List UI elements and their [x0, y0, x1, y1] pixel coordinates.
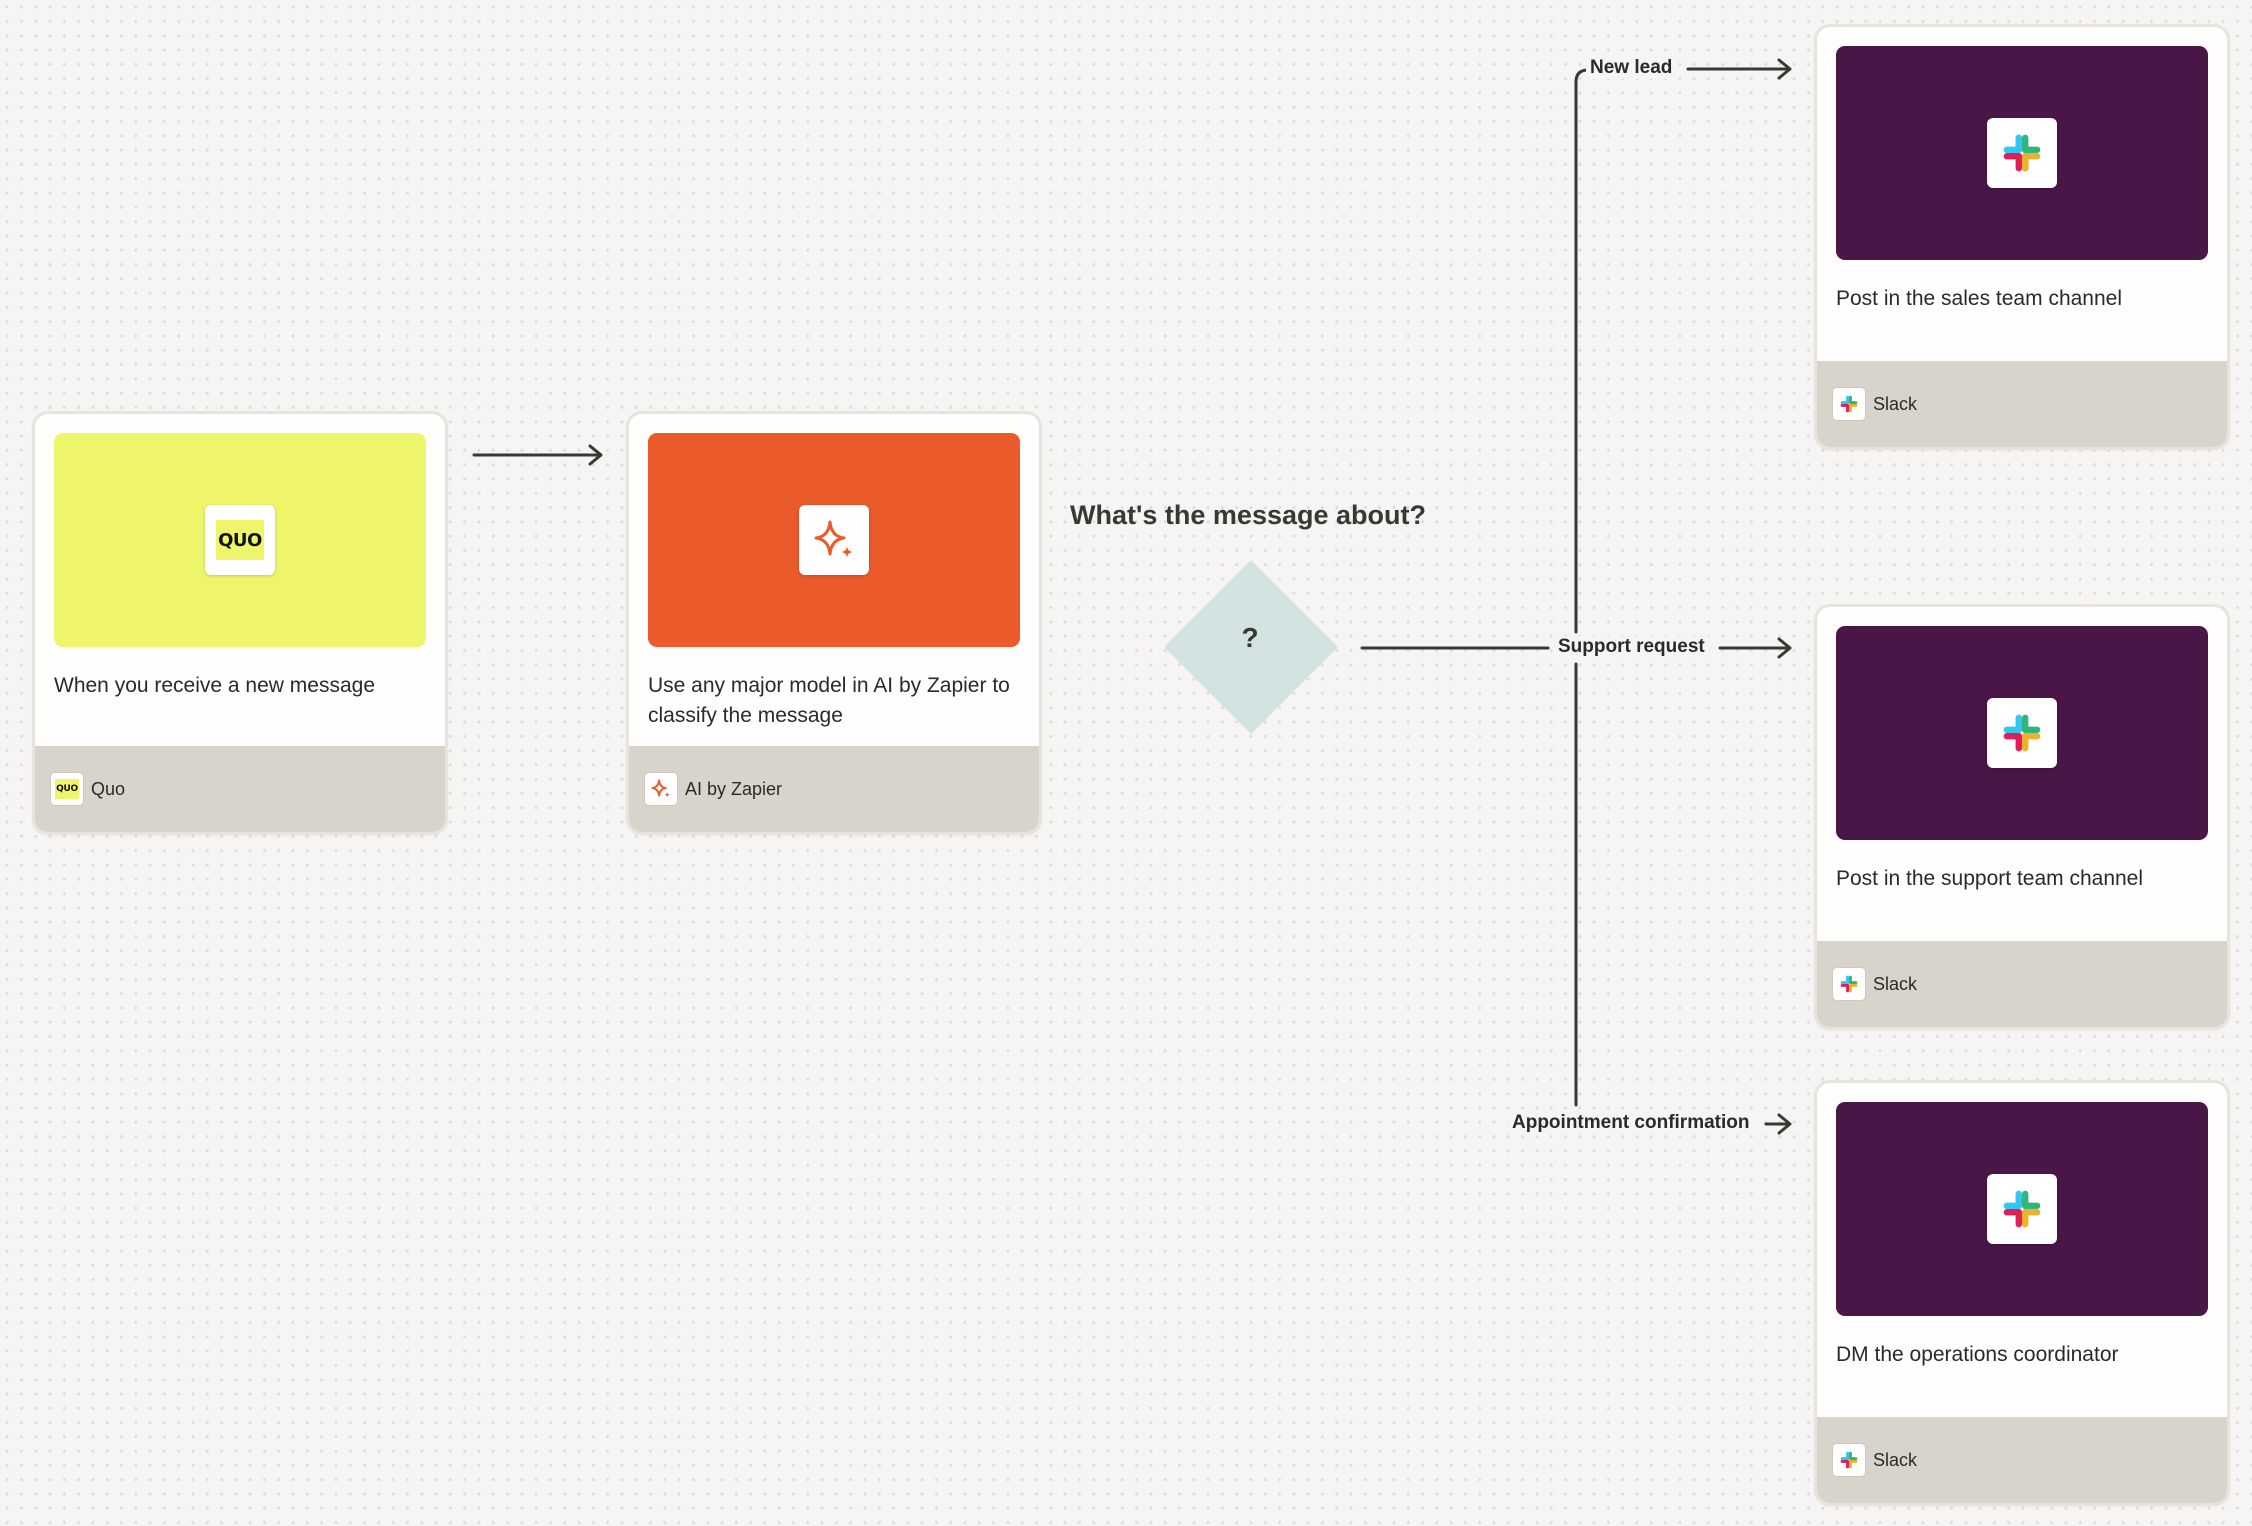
trigger-app-name: Quo [91, 778, 126, 799]
slack-step-title-operations: DM the operations coordinator [1836, 1343, 2119, 1366]
slack-banner-operations [1836, 1102, 2208, 1316]
slack-step-card-support[interactable]: Post in the support team channel Slack [1814, 604, 2230, 1030]
decision-question-mark-icon: ? [1241, 622, 1259, 653]
branch-label-appointment-confirmation[interactable]: Appointment confirmation [1508, 1112, 1754, 1134]
connector-branch-trunk [1574, 68, 1592, 634]
branch-label-support-request[interactable]: Support request [1554, 636, 1709, 658]
arrowhead-support-request [1777, 637, 1792, 659]
decision-question: What's the message about? [1070, 500, 1426, 530]
classify-app-name: AI by Zapier [685, 778, 783, 799]
arrowhead-new-lead [1777, 58, 1792, 80]
slack-icon [1987, 1174, 2057, 1244]
slack-icon [1987, 698, 2057, 768]
slack-small-icon [1833, 388, 1865, 420]
slack-small-icon [1833, 1444, 1865, 1476]
slack-icon [1987, 118, 2057, 188]
quo-small-icon: QUO [51, 773, 83, 805]
quo-small-logo-text: QUO [55, 779, 79, 799]
arrowhead-appointment [1777, 1113, 1792, 1135]
quo-logo-text: QUO [216, 520, 264, 560]
slack-step-title-support: Post in the support team channel [1836, 867, 2144, 890]
arrowhead-trigger-to-classify [588, 444, 603, 466]
slack-banner-support [1836, 626, 2208, 840]
slack-small-icon [1833, 968, 1865, 1000]
classify-banner [648, 433, 1020, 647]
trigger-step-card[interactable]: QUO When you receive a new message QUO Q… [32, 411, 448, 835]
slack-app-name-sales: Slack [1873, 393, 1918, 414]
slack-step-footer-operations: Slack [1817, 1417, 2227, 1503]
trigger-step-title: When you receive a new message [54, 674, 375, 697]
slack-step-footer-support: Slack [1817, 941, 2227, 1027]
slack-step-card-operations[interactable]: DM the operations coordinator Slack [1814, 1080, 2230, 1506]
classify-step-footer: AI by Zapier [629, 746, 1039, 832]
classify-step-title: Use any major model in AI by Zapier to c… [648, 674, 1010, 727]
slack-app-name-support: Slack [1873, 973, 1918, 994]
decision-diamond[interactable] [1164, 560, 1338, 734]
trigger-step-footer: QUO Quo [35, 746, 445, 832]
branch-label-new-lead[interactable]: New lead [1586, 57, 1677, 79]
slack-step-footer-sales: Slack [1817, 361, 2227, 447]
slack-step-title-sales: Post in the sales team channel [1836, 287, 2123, 310]
ai-sparkle-small-icon [645, 773, 677, 805]
classify-step-card[interactable]: Use any major model in AI by Zapier to c… [626, 411, 1042, 835]
slack-banner-sales [1836, 46, 2208, 260]
ai-sparkle-icon [799, 505, 869, 575]
quo-logo-icon: QUO [205, 505, 275, 575]
slack-app-name-operations: Slack [1873, 1449, 1918, 1470]
trigger-banner: QUO [54, 433, 426, 647]
slack-step-card-sales[interactable]: Post in the sales team channel Slack [1814, 24, 2230, 450]
